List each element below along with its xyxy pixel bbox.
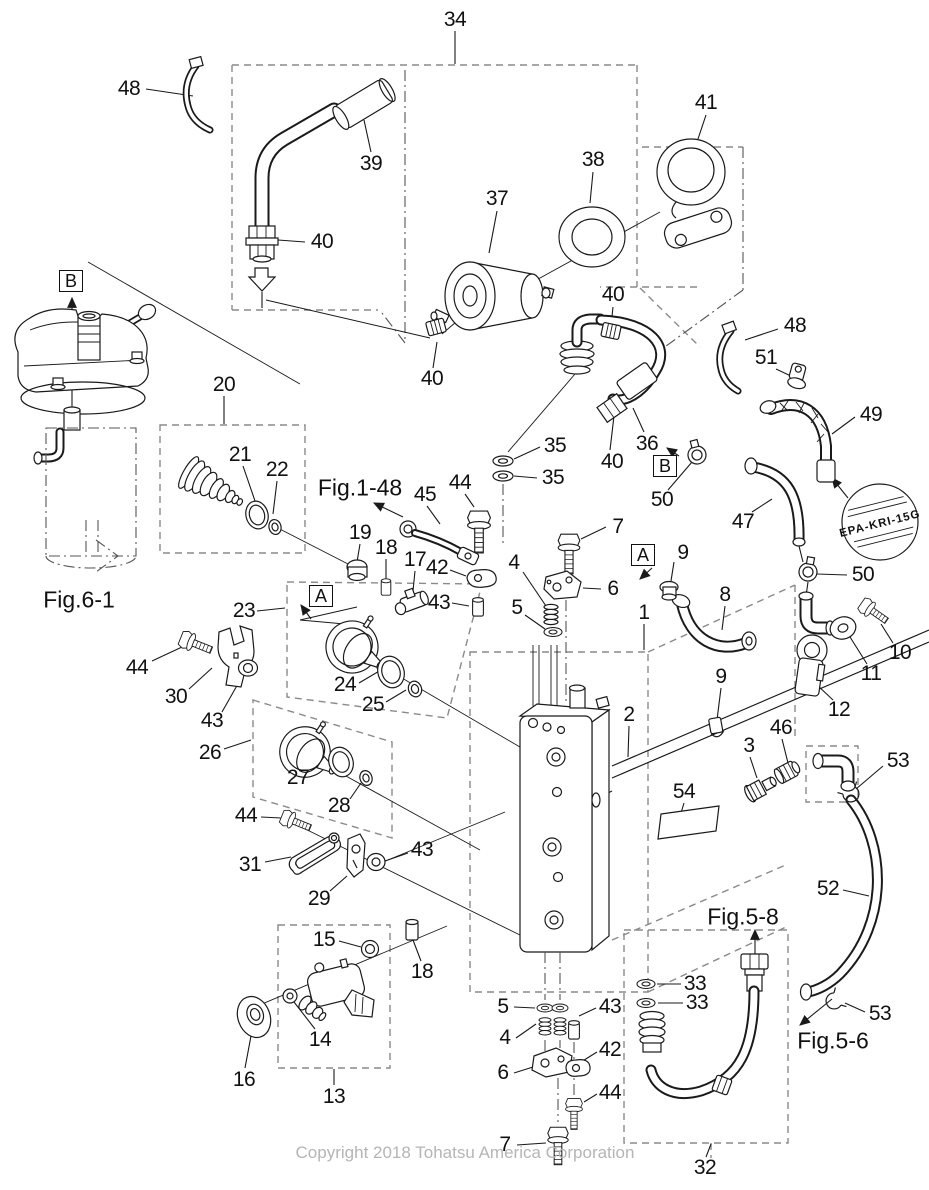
regulator-groups — [178, 456, 423, 794]
vent-hose-group — [657, 580, 892, 840]
sticker-54 — [657, 805, 720, 840]
fitting-3 — [744, 776, 777, 803]
fuel-line-32-group — [636, 752, 883, 1100]
linkage-parts — [176, 625, 386, 878]
hook-clips — [182, 55, 807, 395]
rail-top-hardware — [346, 484, 582, 702]
epa-circle-icon — [841, 483, 919, 561]
primer-valve-group — [236, 918, 419, 1039]
fuel-filter-group — [424, 138, 733, 337]
rail-bottom-hardware — [531, 952, 591, 1166]
copyright-text: Copyright 2018 Tohatsu America Corporati… — [295, 1143, 635, 1162]
fuel-rail — [518, 645, 611, 953]
fuel-pipe-elbow — [245, 78, 396, 292]
fuel-pump-assembly — [14, 303, 157, 573]
clip-51 — [787, 362, 807, 390]
fitting-46 — [773, 760, 801, 785]
fuel-hose-36-group — [492, 313, 666, 482]
primer-hose-group — [683, 399, 919, 584]
down-arrow-icon — [247, 267, 277, 292]
group-boxes — [159, 64, 859, 1158]
